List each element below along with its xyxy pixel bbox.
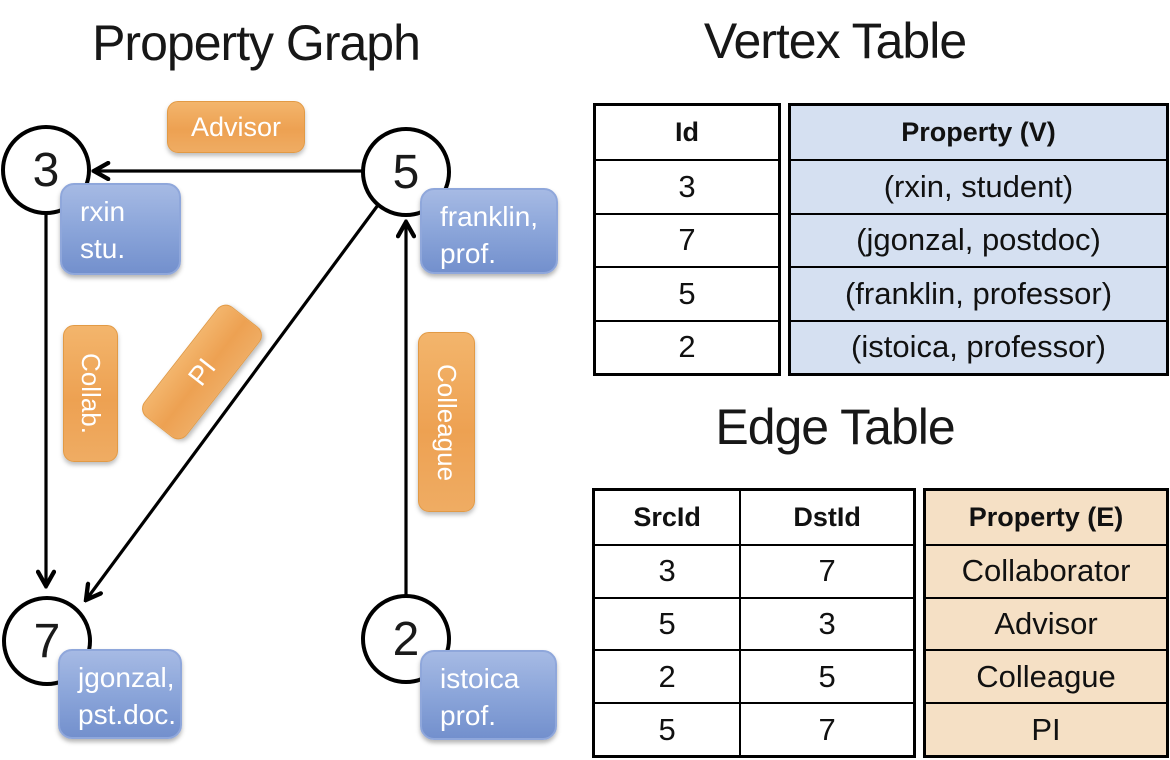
- vertex-card-line1: rxin: [80, 196, 126, 227]
- edge-property-cell: Advisor: [926, 596, 1166, 650]
- edge-property-cell: Collaborator: [926, 543, 1166, 597]
- vertex-card-istoica: istoica prof.: [420, 650, 557, 740]
- vertex-id-cell: 7: [596, 212, 778, 266]
- vertex-card-line1: istoica: [440, 663, 520, 694]
- node-id-label: 3: [32, 143, 60, 197]
- edge-dst-cell: 7: [741, 543, 913, 597]
- vertex-card-line2: pst.doc.: [78, 698, 177, 730]
- vertex-table-property-column: Property (V) (rxin, student) (jgonzal, p…: [788, 103, 1169, 376]
- edge-label-text: Colleague: [432, 363, 462, 481]
- edge-label-advisor: Advisor: [167, 101, 305, 153]
- edge-src-cell: 2: [595, 649, 742, 703]
- edge-table-header-srcid: SrcId: [595, 491, 742, 544]
- property-graph-title: Property Graph: [92, 15, 421, 71]
- edge-line-pi-5-7: [86, 204, 380, 600]
- vertex-card-franklin: franklin, prof.: [420, 188, 558, 274]
- edge-table-property-column: Property (E) Collaborator Advisor Collea…: [923, 488, 1169, 758]
- vertex-table-id-column: Id 3 7 5 2: [593, 103, 781, 376]
- edge-table-id-columns: SrcId DstId 3 7 5 3 2 5 5 7: [592, 488, 916, 758]
- edge-label-text: PI: [181, 352, 222, 391]
- edge-src-cell: 5: [595, 702, 742, 755]
- vertex-card-line2: stu.: [80, 232, 126, 264]
- vertex-table-header-property: Property (V): [791, 106, 1166, 160]
- edge-label-collab: Collab.: [63, 325, 118, 462]
- vertex-card-rxin: rxin stu.: [60, 183, 181, 275]
- edge-dst-cell: 3: [741, 596, 913, 650]
- graph-edges: [0, 0, 580, 760]
- vertex-card-line1: franklin,: [440, 201, 539, 232]
- vertex-id-cell: 3: [596, 159, 778, 212]
- edge-src-cell: 5: [595, 596, 742, 650]
- vertex-card-line2: prof.: [440, 237, 497, 269]
- edge-src-cell: 3: [595, 543, 742, 597]
- vertex-property-cell: (istoica, professor): [791, 319, 1166, 373]
- node-id-label: 2: [392, 612, 420, 666]
- vertex-card-jgonzal: jgonzal, pst.doc.: [58, 649, 182, 739]
- edge-label-text: Collab.: [76, 353, 106, 434]
- edge-table-header-property: Property (E): [926, 491, 1166, 544]
- vertex-id-cell: 2: [596, 319, 778, 373]
- edge-table-title: Edge Table: [715, 399, 955, 455]
- edge-table-header-dstid: DstId: [793, 501, 861, 532]
- edge-dst-cell: 7: [741, 702, 913, 755]
- edge-property-cell: Colleague: [926, 649, 1166, 703]
- vertex-id-cell: 5: [596, 266, 778, 319]
- edge-property-cell: PI: [926, 702, 1166, 755]
- vertex-table-header-id: Id: [675, 117, 699, 148]
- node-id-label: 5: [392, 145, 420, 199]
- edge-label-colleague: Colleague: [418, 332, 475, 512]
- vertex-card-line1: jgonzal,: [78, 662, 175, 693]
- vertex-property-cell: (rxin, student): [791, 159, 1166, 213]
- node-id-label: 7: [33, 614, 61, 668]
- vertex-table-title: Vertex Table: [703, 13, 967, 69]
- vertex-card-line2: prof.: [440, 699, 497, 731]
- edge-dst-cell: 5: [741, 649, 913, 702]
- graph-node-2: 2: [361, 594, 451, 684]
- vertex-property-cell: (jgonzal, postdoc): [791, 212, 1166, 267]
- edge-label-text: Advisor: [190, 111, 282, 142]
- graph-node-5: 5: [361, 127, 451, 217]
- vertex-property-cell: (franklin, professor): [791, 266, 1166, 320]
